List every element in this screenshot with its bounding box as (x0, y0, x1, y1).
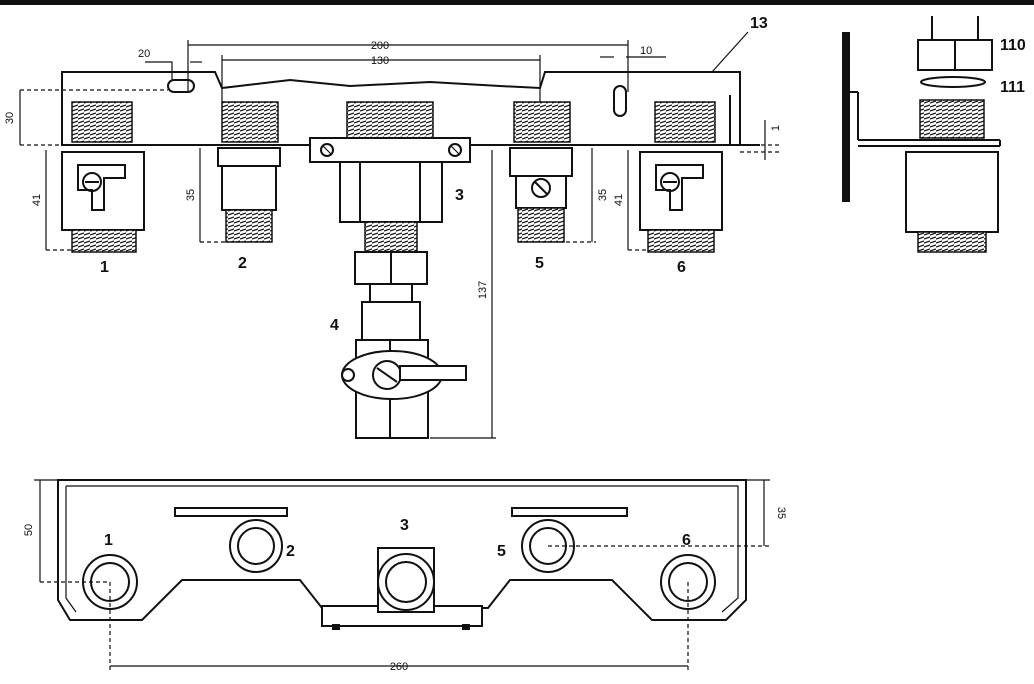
label-part-4: 4 (330, 317, 339, 334)
bottom-slot-right (511, 507, 628, 517)
dim-30: 30 (4, 112, 16, 124)
label-part-5: 5 (535, 255, 544, 272)
bottom-dimensions (34, 479, 770, 672)
thread-stub-3 (346, 101, 434, 143)
dim-41-right: 41 (613, 194, 625, 206)
dim-137: 137 (477, 281, 489, 299)
slot-left (167, 79, 195, 93)
label-part-3: 3 (455, 187, 464, 204)
dim-35-left: 35 (185, 189, 197, 201)
label-part-110: 110 (1000, 37, 1026, 54)
bottom-slot-left (174, 507, 288, 517)
center-clamp (309, 137, 471, 163)
side-view: 200 130 20 10 30 41 35 137 35 41 1 1 2 3… (4, 15, 782, 439)
washer-111 (920, 76, 986, 88)
dim-1: 1 (770, 125, 782, 131)
bottom-bracket (57, 479, 747, 621)
bottom-label-part-2: 2 (286, 543, 295, 560)
dim-20: 20 (138, 48, 150, 60)
wall-section (842, 32, 850, 202)
bracket-plate (61, 71, 741, 146)
bottom-label-part-5: 5 (497, 543, 506, 560)
detail-body (905, 151, 999, 233)
label-part-2: 2 (238, 255, 247, 272)
slot-right (613, 85, 627, 117)
thread-stub-2 (221, 101, 279, 143)
fitting-3 (339, 161, 443, 253)
dim-41-left: 41 (31, 194, 43, 206)
dim-200: 200 (371, 40, 389, 52)
dim-10: 10 (640, 45, 652, 57)
detail-view: 110 111 (842, 16, 1026, 253)
dim-130: 130 (371, 55, 389, 67)
frame-top-rule (0, 0, 1034, 5)
valve-4 (341, 251, 467, 439)
dim-260: 260 (390, 661, 408, 673)
thread-stub-1 (71, 101, 133, 143)
bottom-label-part-6: 6 (682, 532, 691, 549)
fitting-5 (509, 147, 573, 243)
label-part-13: 13 (750, 15, 768, 32)
dim-50: 50 (23, 524, 35, 536)
bottom-label-part-3: 3 (400, 517, 409, 534)
valve-6 (639, 151, 723, 253)
fitting-2 (217, 147, 281, 243)
port-6 (660, 554, 716, 610)
side-dimensions (19, 31, 780, 439)
bottom-label-part-1: 1 (104, 532, 113, 549)
thread-stub-5 (513, 101, 571, 143)
valve-1 (61, 151, 145, 253)
label-part-111: 111 (1000, 79, 1025, 96)
bottom-view: 50 35 260 1 2 3 5 6 (23, 479, 787, 673)
port-2 (229, 519, 283, 573)
dim-35-bottom: 35 (775, 507, 787, 519)
label-part-1: 1 (100, 259, 109, 276)
label-part-6: 6 (677, 259, 686, 276)
dim-35-right: 35 (597, 189, 609, 201)
thread-stub-6 (654, 101, 716, 143)
port-3 (377, 547, 435, 613)
